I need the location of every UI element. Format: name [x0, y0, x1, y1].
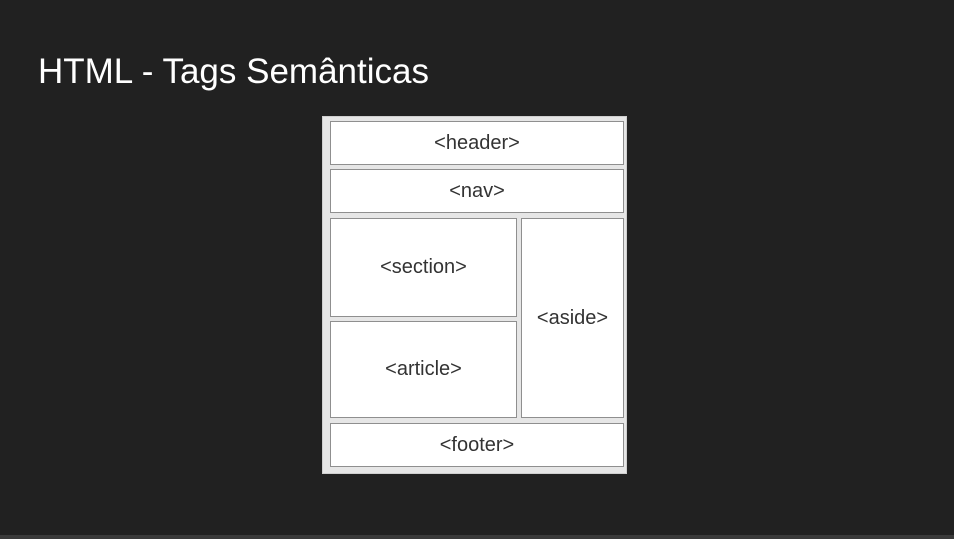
section-box: <section>: [330, 218, 517, 317]
slide-title: HTML - Tags Semânticas: [38, 52, 429, 91]
nav-box: <nav>: [330, 169, 624, 213]
article-box: <article>: [330, 321, 517, 418]
aside-box: <aside>: [521, 218, 624, 418]
footer-box: <footer>: [330, 423, 624, 467]
semantic-layout-diagram: <header> <nav> <section> <article> <asid…: [322, 116, 627, 474]
header-box: <header>: [330, 121, 624, 165]
